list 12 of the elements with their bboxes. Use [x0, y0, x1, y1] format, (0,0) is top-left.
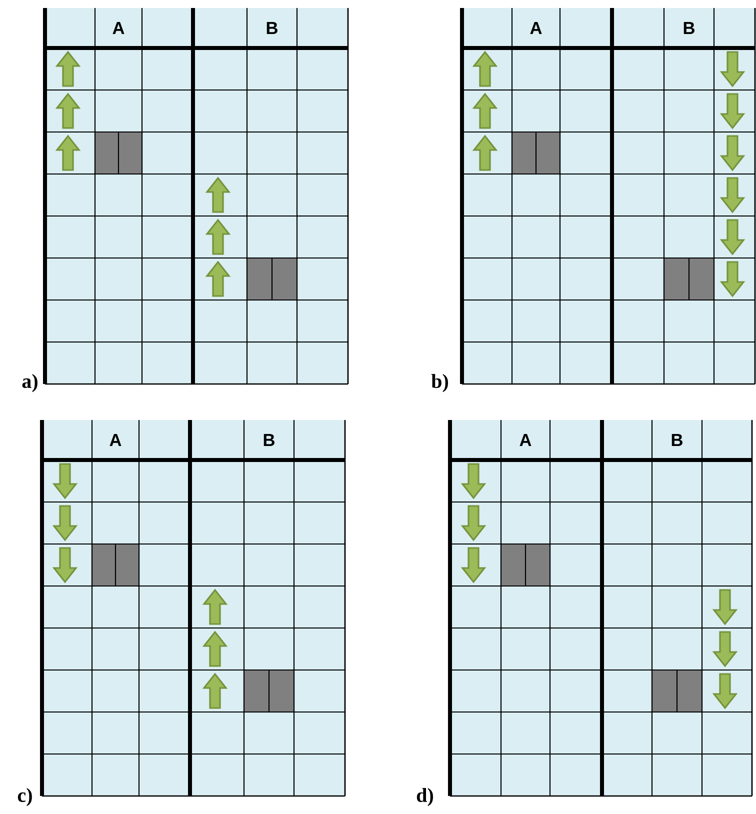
column-header: B [266, 22, 278, 34]
panel-label: c) [18, 788, 32, 806]
column-header: B [264, 434, 274, 446]
panel-label: b) [431, 374, 448, 392]
column-header: A [530, 22, 542, 34]
column-header: A [112, 22, 124, 34]
column-header: B [684, 22, 694, 34]
panel-label: d) [416, 788, 433, 806]
panel-label: a) [22, 374, 38, 392]
column-header: A [520, 434, 532, 446]
column-header: B [672, 434, 682, 446]
column-header: A [110, 434, 122, 446]
